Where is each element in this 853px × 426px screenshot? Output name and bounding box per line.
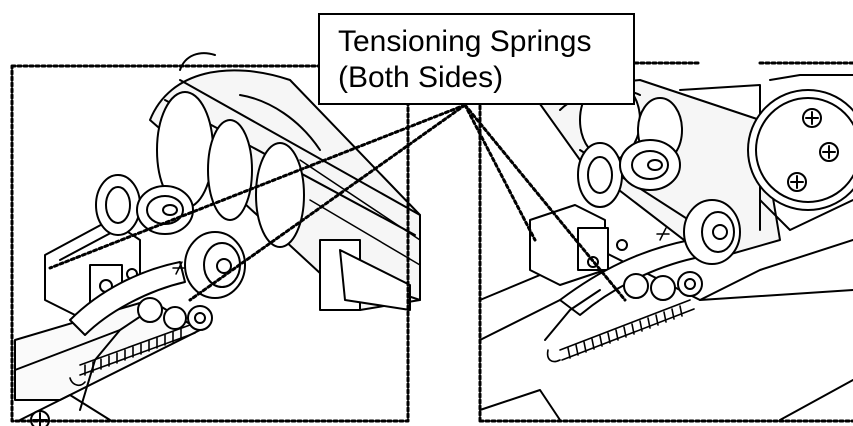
- leader-line-right-spring-1: [463, 103, 537, 242]
- leader-line-left-spring-1: [48, 103, 467, 270]
- left-zoom-frame: [10, 64, 410, 423]
- callout-title-line-1: Tensioning Springs: [338, 25, 592, 58]
- left-tension-arm: [44, 219, 186, 411]
- callout-box: Tensioning Springs (Both Sides): [318, 13, 635, 105]
- leader-line-left-spring-2: [188, 103, 467, 302]
- right-roller-set: [577, 139, 741, 301]
- right-end-cap: [747, 74, 853, 231]
- callout-title-line-2: (Both Sides): [338, 61, 504, 94]
- callout-leader-lines: [48, 103, 627, 302]
- right-tension-spring: [546, 299, 695, 363]
- left-roller-set: [95, 174, 246, 331]
- left-roller-housing: [149, 52, 421, 311]
- right-zoom-frame: [478, 61, 853, 423]
- right-detail-panel: [478, 61, 853, 423]
- left-detail-panel: [10, 52, 421, 426]
- left-tension-spring: [69, 324, 196, 387]
- leader-line-right-spring-2: [463, 103, 627, 302]
